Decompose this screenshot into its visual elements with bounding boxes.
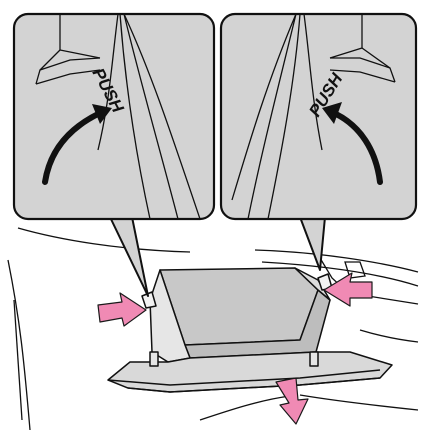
left-callout: PUSH [14,14,214,296]
arrow-left-icon [324,273,372,306]
right-callout: PUSH [221,14,416,270]
arrow-right-icon [98,293,146,326]
